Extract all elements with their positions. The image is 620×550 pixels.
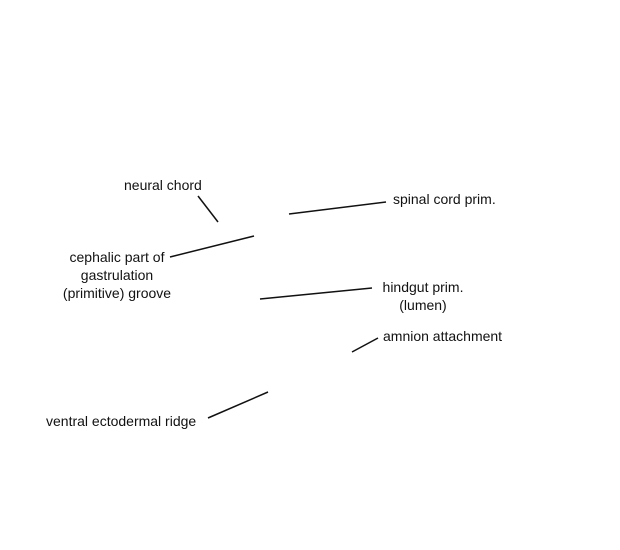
leader-line-hindgut [259, 287, 373, 300]
label-line: (lumen) [399, 297, 447, 313]
label-hindgut: hindgut prim. (lumen) [378, 278, 468, 314]
label-line: neural chord [124, 177, 202, 193]
label-line: hindgut prim. [382, 279, 464, 295]
label-neural-chord: neural chord [124, 176, 202, 194]
leader-line-amnion [351, 337, 379, 353]
leader-line-spinal-cord [288, 201, 387, 215]
label-spinal-cord: spinal cord prim. [393, 190, 496, 208]
label-line: (primitive) groove [62, 285, 172, 301]
leader-line-ventral-ridge [207, 391, 269, 419]
label-ventral-ridge: ventral ectodermal ridge [46, 412, 196, 430]
label-line: ventral ectodermal ridge [46, 413, 197, 429]
label-line: spinal cord prim. [393, 191, 496, 207]
label-line: gastrulation [80, 267, 154, 283]
label-cephalic-groove: cephalic part of gastrulation (primitive… [56, 248, 178, 302]
label-amnion: amnion attachment [383, 327, 502, 345]
label-line: amnion attachment [383, 328, 503, 344]
leader-line-neural-chord [197, 195, 219, 223]
leader-line-cephalic-groove [169, 235, 255, 258]
label-line: cephalic part of [69, 249, 165, 265]
